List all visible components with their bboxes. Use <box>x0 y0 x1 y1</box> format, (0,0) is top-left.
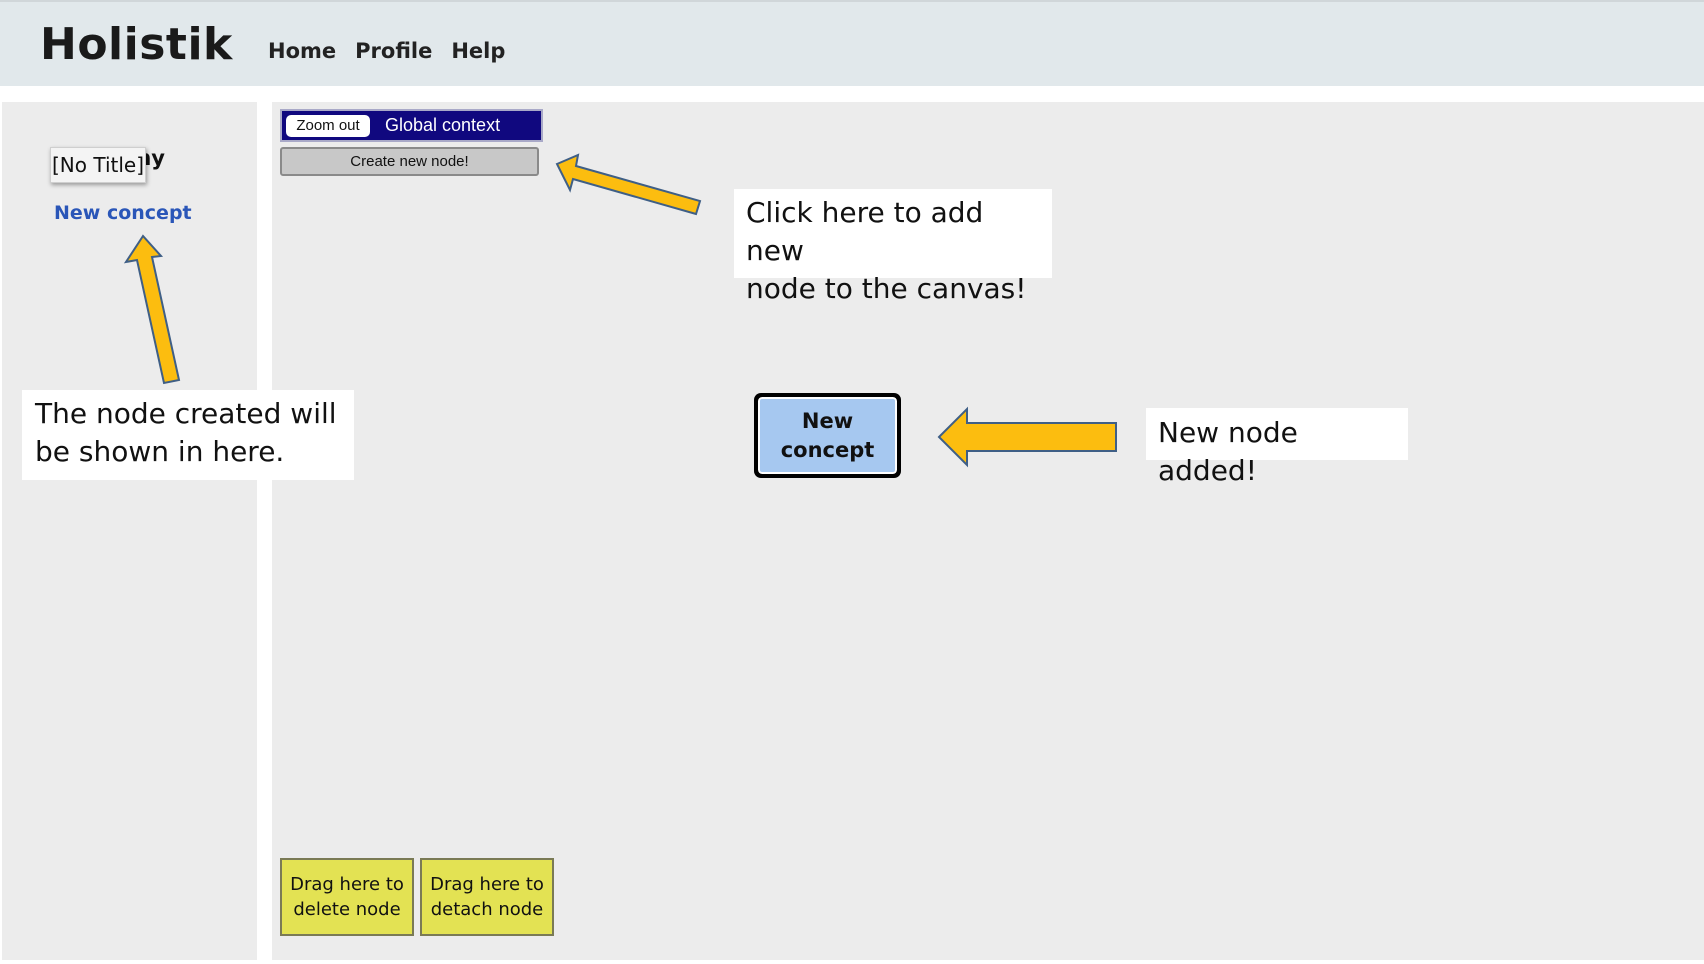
node-label-line2: concept <box>780 437 875 462</box>
create-tip-line2: node to the canvas! <box>746 272 1027 305</box>
sidebar-item-new-concept[interactable]: New concept <box>54 202 192 224</box>
delete-zone-line2: delete node <box>293 899 401 920</box>
sidebar-tip-line2: be shown in here. <box>35 435 285 468</box>
hierarchy-sidebar: Hierarchy [No Title] New concept <box>2 102 257 960</box>
create-node-callout: Click here to add new node to the canvas… <box>734 189 1052 305</box>
app-logo[interactable]: Holistik <box>40 19 233 70</box>
node-added-callout: New node added! <box>1146 408 1408 487</box>
concept-node[interactable]: New concept <box>754 393 901 478</box>
create-tip-line1: Click here to add new <box>746 196 984 267</box>
concept-node-label: New concept <box>757 396 898 475</box>
delete-zone-line1: Drag here to <box>290 874 404 895</box>
detach-zone-line2: detach node <box>430 899 544 920</box>
detach-drop-zone[interactable]: Drag here to detach node <box>420 858 554 936</box>
nav-help-link[interactable]: Help <box>451 39 506 63</box>
top-header: Holistik Home Profile Help <box>0 0 1704 86</box>
no-title-tooltip: [No Title] <box>50 147 146 183</box>
sidebar-callout: The node created will be shown in here. <box>22 390 354 480</box>
sidebar-tip-line1: The node created will <box>35 397 337 430</box>
nav-home-link[interactable]: Home <box>268 39 337 63</box>
node-label-line1: New <box>801 408 854 433</box>
create-node-button[interactable]: Create new node! <box>280 147 539 176</box>
delete-drop-zone[interactable]: Drag here to delete node <box>280 858 414 936</box>
main-nav: Home Profile Help <box>268 39 505 63</box>
context-bar: Zoom out Global context <box>280 109 543 142</box>
context-title: Global context <box>385 115 501 135</box>
nav-profile-link[interactable]: Profile <box>355 39 433 63</box>
zoom-out-button[interactable]: Zoom out <box>286 114 370 137</box>
detach-zone-line1: Drag here to <box>430 874 544 895</box>
